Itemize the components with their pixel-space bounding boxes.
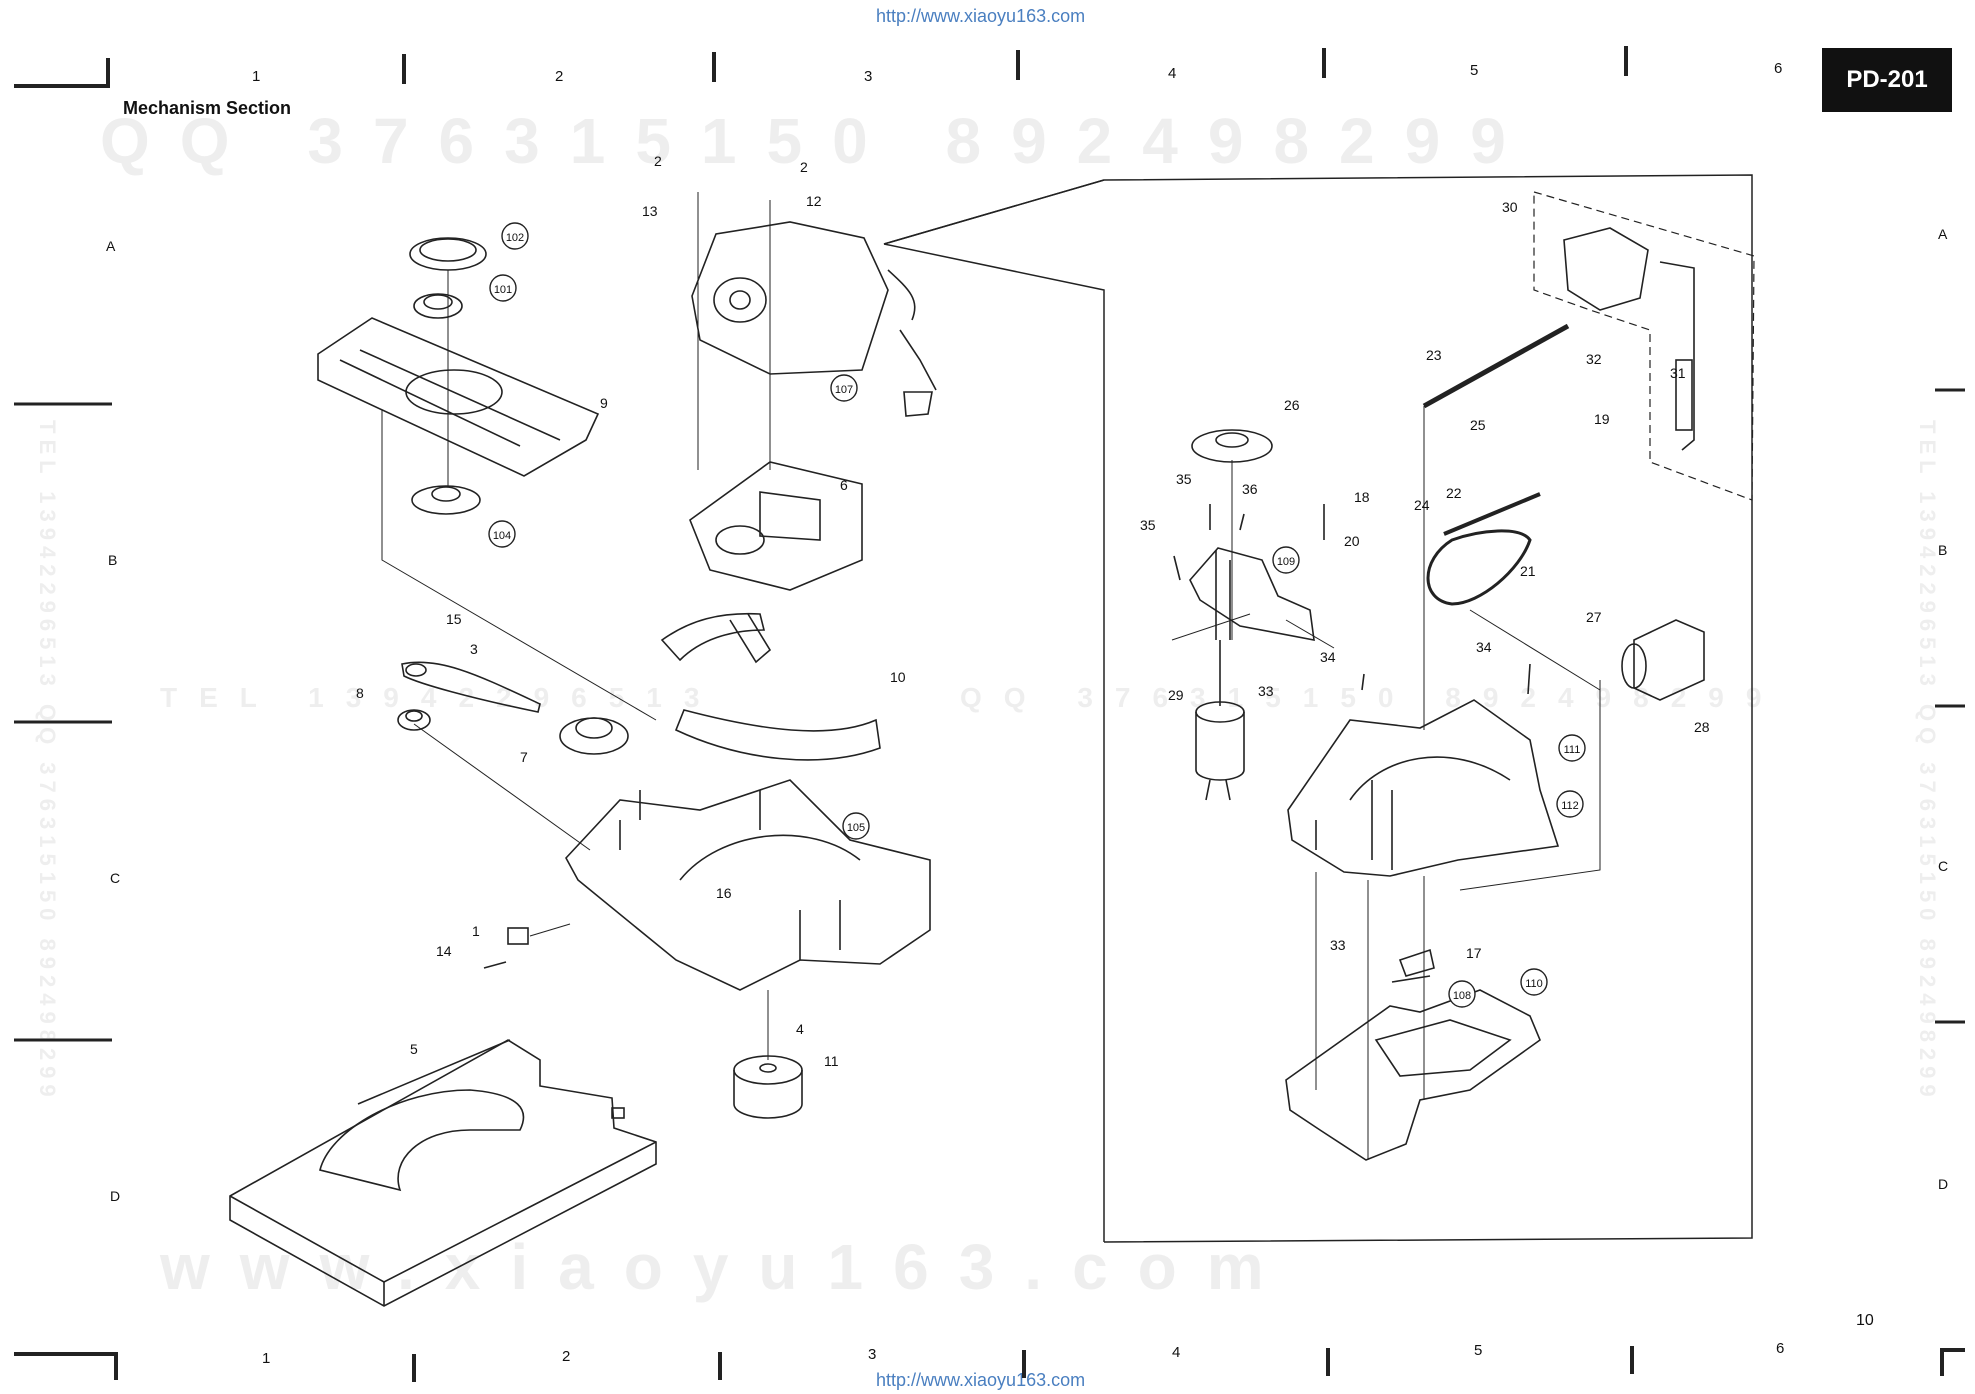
grid-row-label: C — [110, 870, 121, 886]
callout-15: 15 — [446, 611, 462, 627]
callout-26: 26 — [1284, 397, 1300, 413]
callout-13: 13 — [642, 203, 658, 219]
left-assembly — [229, 192, 937, 1307]
callout-33: 33 — [1258, 683, 1274, 699]
grid-column-label: 5 — [1474, 1342, 1483, 1359]
callout-5: 5 — [410, 1041, 418, 1057]
callout-14: 14 — [436, 943, 452, 959]
callout-1: 1 — [472, 923, 480, 939]
callout-33: 33 — [1330, 937, 1346, 953]
callout-31: 31 — [1670, 365, 1686, 381]
callout-27: 27 — [1586, 609, 1602, 625]
grid-column-label: 3 — [868, 1346, 877, 1363]
watermark-qq: QQ 376315150 892498299 — [100, 105, 1536, 177]
grid-column-label: 3 — [864, 68, 873, 85]
callout-30: 30 — [1502, 199, 1518, 215]
part-callouts: 1 2 2 3 4 5 6 7 8 9 10 11 12 13 14 15 16… — [356, 153, 1710, 1069]
callout-36: 36 — [1242, 481, 1258, 497]
callout-29: 29 — [1168, 687, 1184, 703]
callout-21: 21 — [1520, 563, 1536, 579]
callout-28: 28 — [1694, 719, 1710, 735]
callout-109: 109 — [1277, 556, 1295, 568]
callout-34: 34 — [1476, 639, 1492, 655]
detail-frame — [883, 174, 1753, 1243]
callout-16: 16 — [716, 885, 732, 901]
callout-25: 25 — [1470, 417, 1486, 433]
grid-column-label: 2 — [555, 68, 564, 85]
callout-24: 24 — [1414, 497, 1430, 513]
grid-column-label: 1 — [262, 1350, 271, 1367]
callout-17: 17 — [1466, 945, 1482, 961]
callout-3: 3 — [470, 641, 478, 657]
callout-10: 10 — [890, 669, 906, 685]
callout-2: 2 — [654, 153, 662, 169]
grid-column-label: 1 — [252, 68, 261, 85]
callout-34: 34 — [1320, 649, 1336, 665]
watermark-qq-mid: QQ 376315150 892498299 — [960, 682, 1784, 713]
callout-19: 19 — [1594, 411, 1610, 427]
grid-row-label: B — [108, 552, 118, 568]
callout-108: 108 — [1453, 990, 1471, 1002]
grid-row-label: D — [110, 1188, 121, 1204]
callout-112: 112 — [1561, 800, 1579, 812]
grid-row-label: A — [106, 238, 116, 254]
source-url-top[interactable]: http://www.xiaoyu163.com — [876, 6, 1086, 26]
registration-marks — [14, 46, 1965, 1382]
grid-column-label: 5 — [1470, 62, 1479, 79]
callout-7: 7 — [520, 749, 528, 765]
right-assembly — [1171, 191, 1755, 1161]
callout-4: 4 — [796, 1021, 804, 1037]
callout-32: 32 — [1586, 351, 1602, 367]
callout-20: 20 — [1344, 533, 1360, 549]
callout-12: 12 — [806, 193, 822, 209]
watermark-vertical-left: TEL 13942296513 QQ 376315150 892498299 — [35, 420, 60, 1103]
callout-8: 8 — [356, 685, 364, 701]
callout-101: 101 — [494, 284, 512, 296]
callout-35: 35 — [1176, 471, 1192, 487]
callout-22: 22 — [1446, 485, 1462, 501]
callout-6: 6 — [840, 477, 848, 493]
grid-row-label: B — [1938, 542, 1948, 558]
grid-row-label: C — [1938, 858, 1949, 874]
circled-callouts: 102 101 104 105 107 108 109 110 111 112 — [488, 222, 1586, 1008]
watermark-tel: TEL 13942296513 — [160, 682, 722, 713]
callout-104: 104 — [493, 530, 511, 542]
callout-11: 11 — [824, 1053, 839, 1069]
callout-111: 111 — [1564, 744, 1581, 756]
watermark-site: www.xiaoyu163.com — [160, 1231, 1294, 1303]
grid-column-label: 6 — [1774, 60, 1783, 77]
grid-row-label: D — [1938, 1176, 1949, 1192]
callout-102: 102 — [506, 232, 524, 244]
source-url-bottom[interactable]: http://www.xiaoyu163.com — [876, 1370, 1086, 1390]
page-number: 10 — [1856, 1312, 1874, 1329]
grid-row-label: A — [1938, 226, 1948, 242]
callout-110: 110 — [1525, 978, 1543, 990]
callout-105: 105 — [847, 822, 865, 834]
watermark-vertical-right: TEL 13942296513 QQ 376315150 892498299 — [1915, 420, 1940, 1103]
callout-35: 35 — [1140, 517, 1156, 533]
callout-2: 2 — [800, 159, 808, 175]
grid-column-label: 4 — [1168, 65, 1177, 82]
section-title: Mechanism Section — [123, 98, 292, 118]
grid-column-label: 6 — [1776, 1340, 1785, 1357]
grid-column-label: 4 — [1172, 1344, 1181, 1361]
callout-107: 107 — [835, 384, 853, 396]
grid-column-label: 2 — [562, 1348, 571, 1365]
callout-23: 23 — [1426, 347, 1442, 363]
callout-9: 9 — [600, 395, 608, 411]
model-badge: PD-201 — [1822, 48, 1952, 112]
callout-18: 18 — [1354, 489, 1370, 505]
